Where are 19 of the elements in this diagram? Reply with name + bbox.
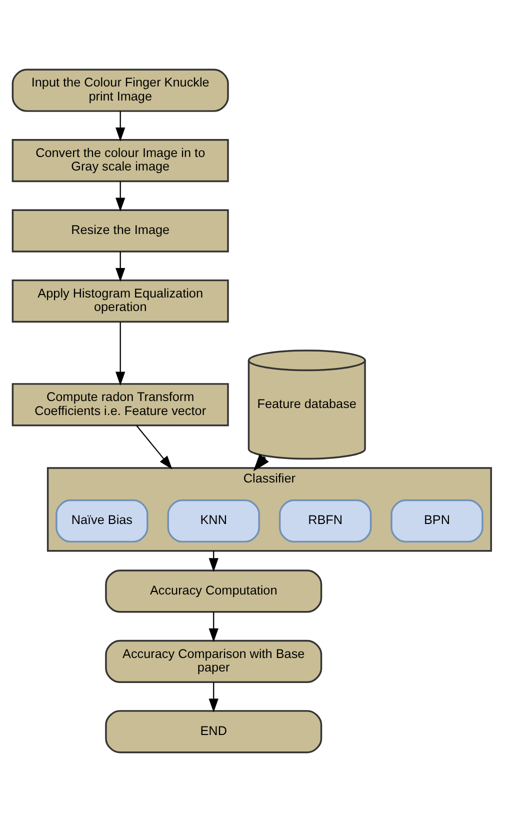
node-box: Compute radon Transform Coefficients i.e. Feature vector bbox=[12, 382, 229, 426]
arrow bbox=[116, 110, 126, 141]
node-box: RBFN bbox=[278, 498, 372, 542]
arrow bbox=[116, 322, 126, 386]
arrow bbox=[136, 424, 172, 469]
node-box: Apply Histogram Equalization operation bbox=[12, 278, 229, 322]
node-box: Accuracy Comparison with Base paper bbox=[105, 639, 322, 683]
node-box: END bbox=[105, 710, 322, 753]
arrow bbox=[208, 682, 218, 712]
node-box: Input the Colour Finger Knuckle print Image bbox=[12, 68, 229, 112]
arrow bbox=[116, 180, 126, 212]
node-box: Convert the colour Image in to Gray scale image bbox=[12, 138, 229, 182]
node-box: KNN bbox=[167, 498, 260, 542]
arrow bbox=[208, 612, 218, 642]
node-box: Accuracy Computation bbox=[105, 569, 322, 612]
node-box: Naïve Bias bbox=[56, 498, 148, 542]
arrow bbox=[116, 251, 126, 282]
node-box: BPN bbox=[390, 498, 484, 542]
node-box: Resize the Image bbox=[12, 208, 229, 252]
